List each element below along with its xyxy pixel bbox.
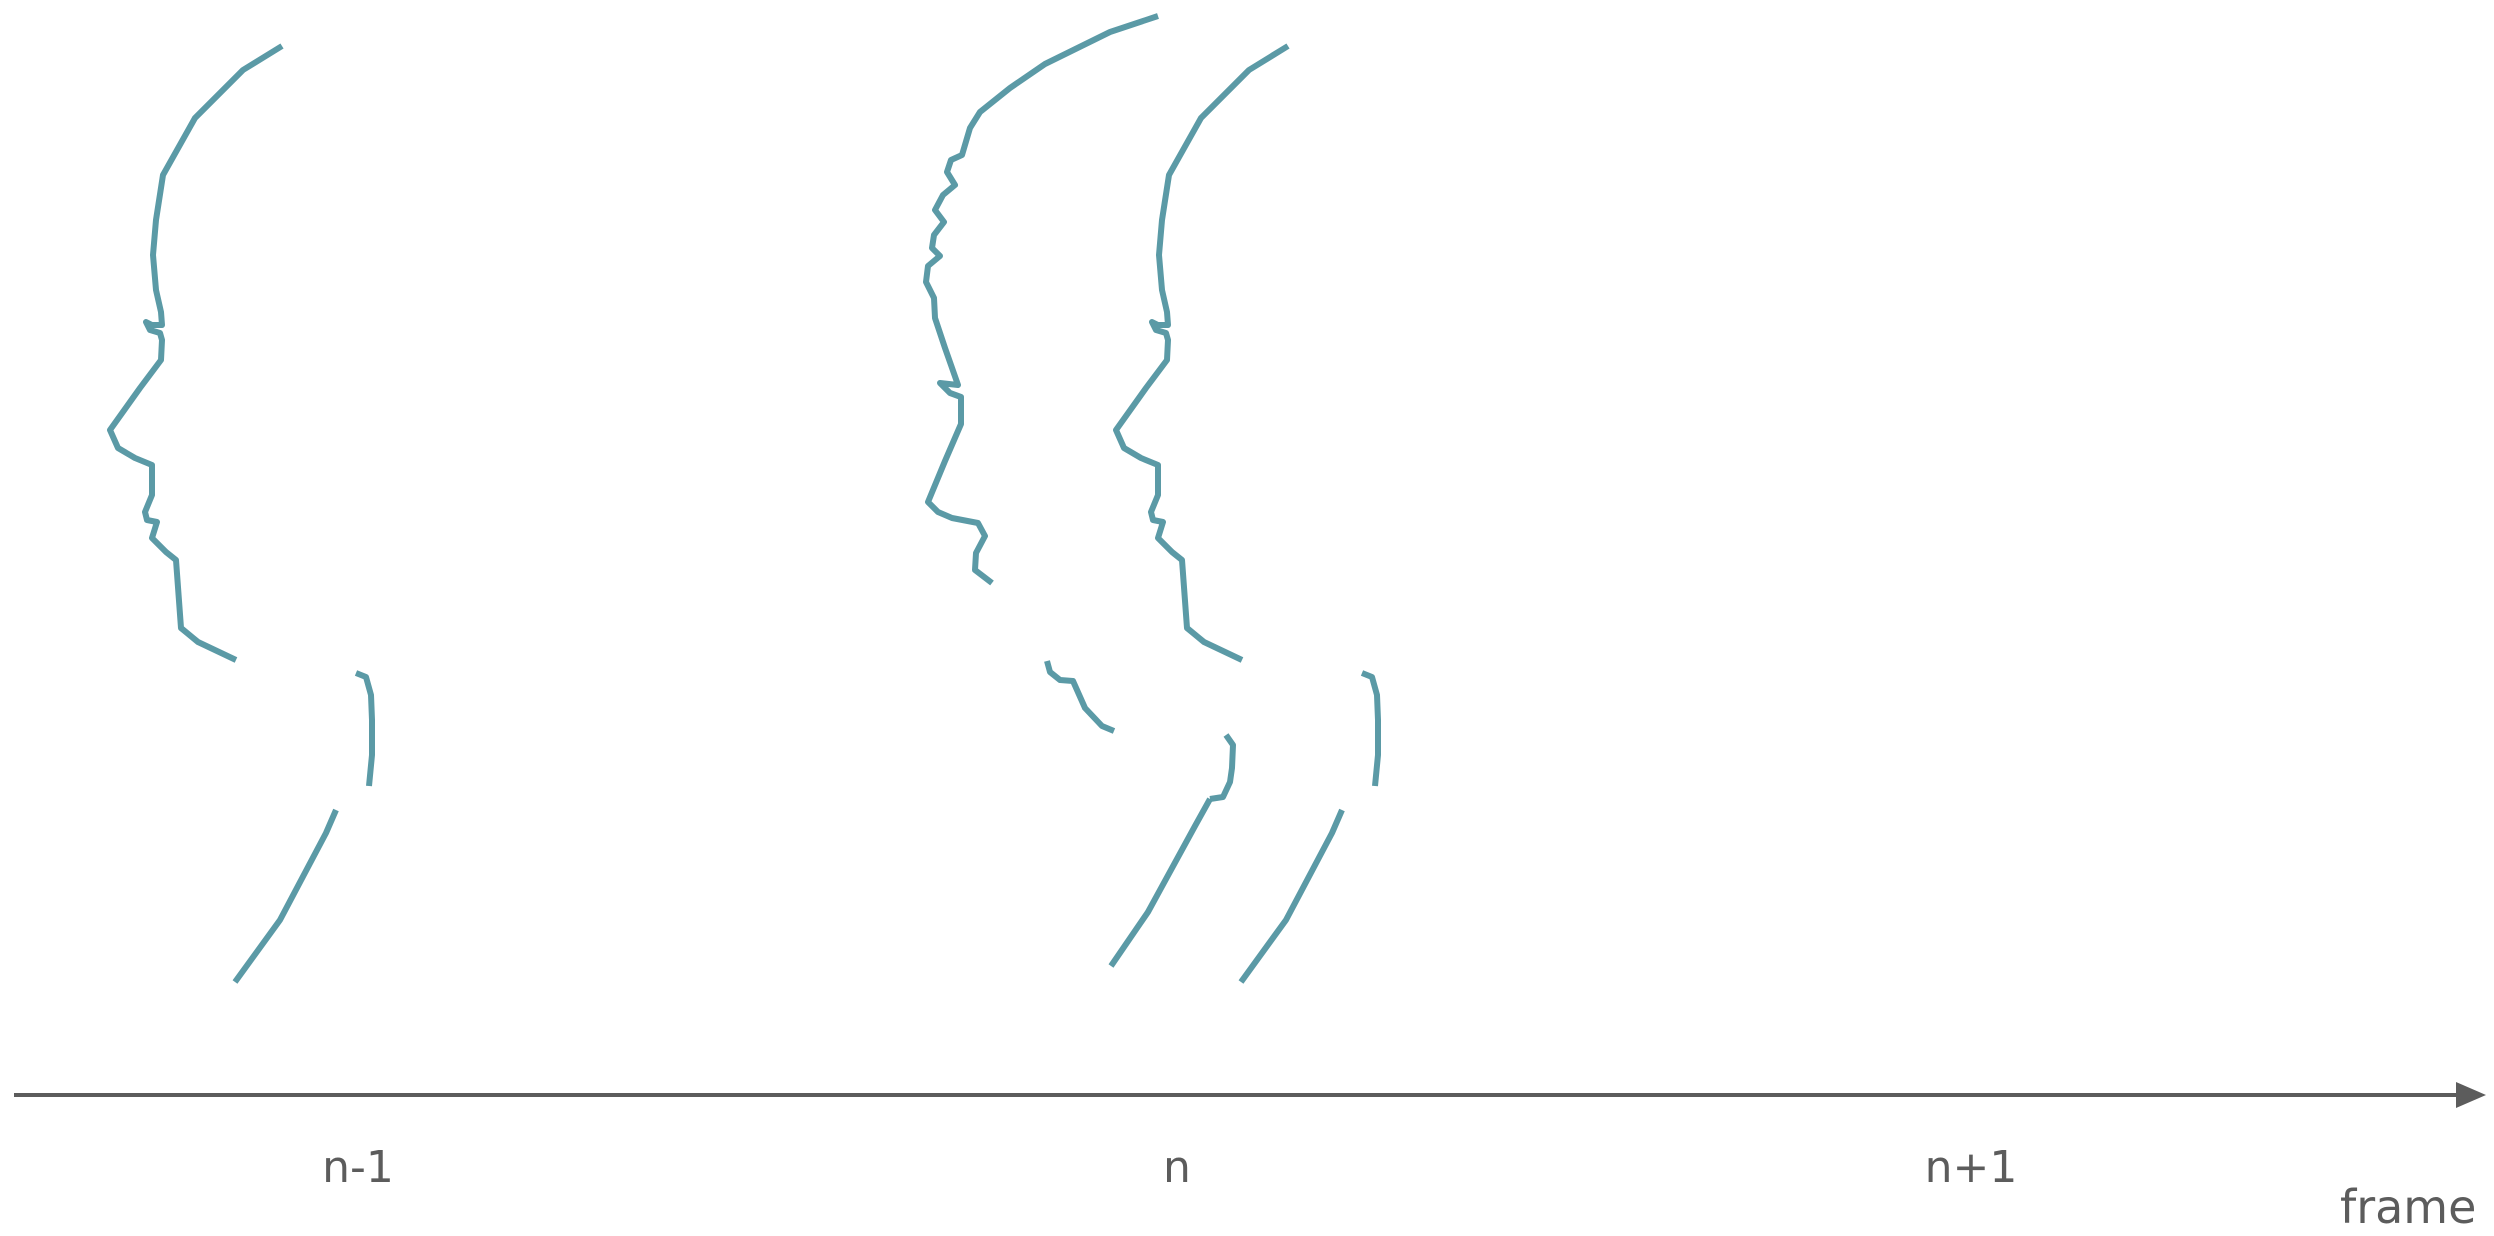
profile-neck-contour [1360,670,1381,787]
profile-upper-contour [923,13,1159,586]
profile-upper-contour [1113,43,1290,663]
profile-shoulder-contour [1108,797,1213,968]
profile-chin-contour [1044,660,1116,734]
profile-shoulder-contour [232,808,339,984]
frame-label-n: n [1163,1142,1191,1193]
profile-frame-n [923,13,1236,968]
frame-label-n-plus-1: n+1 [1924,1142,2018,1193]
profile-upper-contour [107,43,284,663]
profile-frame-n-plus-1 [1113,43,1381,984]
profile-frame-n-minus-1 [107,43,375,984]
axis-arrowhead [2456,1082,2486,1108]
profile-neck-contour [1209,733,1236,802]
frame-axis [14,1082,2486,1108]
axis-label: frame [2340,1180,2477,1234]
frame-label-n-minus-1: n-1 [322,1142,394,1193]
profile-neck-contour [354,670,375,787]
profile-shoulder-contour [1238,808,1345,984]
